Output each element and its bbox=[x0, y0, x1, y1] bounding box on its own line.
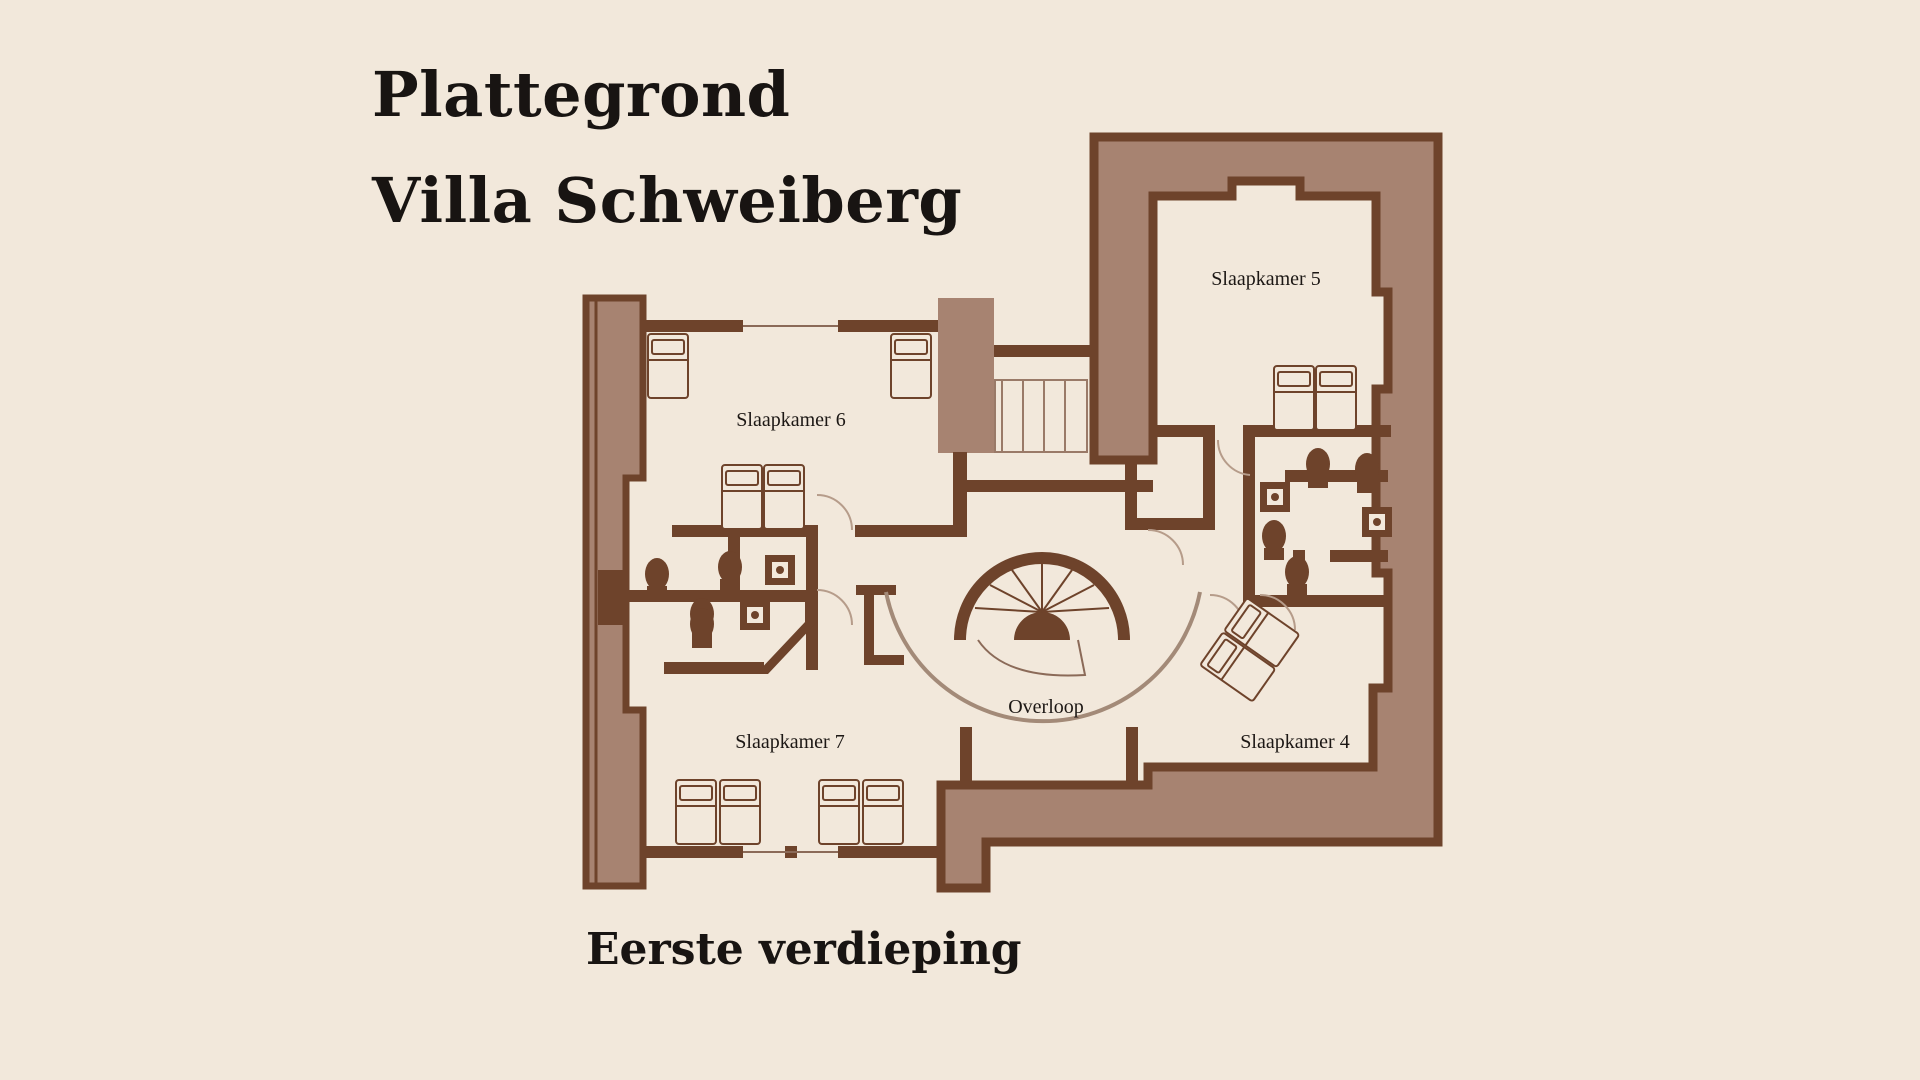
spiral-stairs bbox=[954, 552, 1130, 677]
title-line-1: Plattegrond bbox=[372, 58, 791, 131]
stair-column bbox=[938, 298, 994, 453]
outer-walls bbox=[582, 132, 1443, 893]
windows bbox=[743, 325, 838, 853]
room-label-overloop: Overloop bbox=[1008, 696, 1084, 718]
title-line-2: Villa Schweiberg bbox=[372, 164, 963, 237]
room-label-slaapkamer-4: Slaapkamer 4 bbox=[1240, 731, 1349, 753]
floor-name: Eerste verdieping bbox=[586, 924, 1022, 975]
room-label-slaapkamer-5: Slaapkamer 5 bbox=[1211, 268, 1320, 290]
room-label-slaapkamer-7: Slaapkamer 7 bbox=[735, 731, 844, 753]
straight-stairs bbox=[994, 379, 1088, 453]
room-label-slaapkamer-6: Slaapkamer 6 bbox=[736, 409, 845, 431]
interior-walls bbox=[598, 320, 1391, 858]
landing-curve bbox=[884, 591, 1202, 724]
right-wing-wall bbox=[936, 132, 1443, 893]
